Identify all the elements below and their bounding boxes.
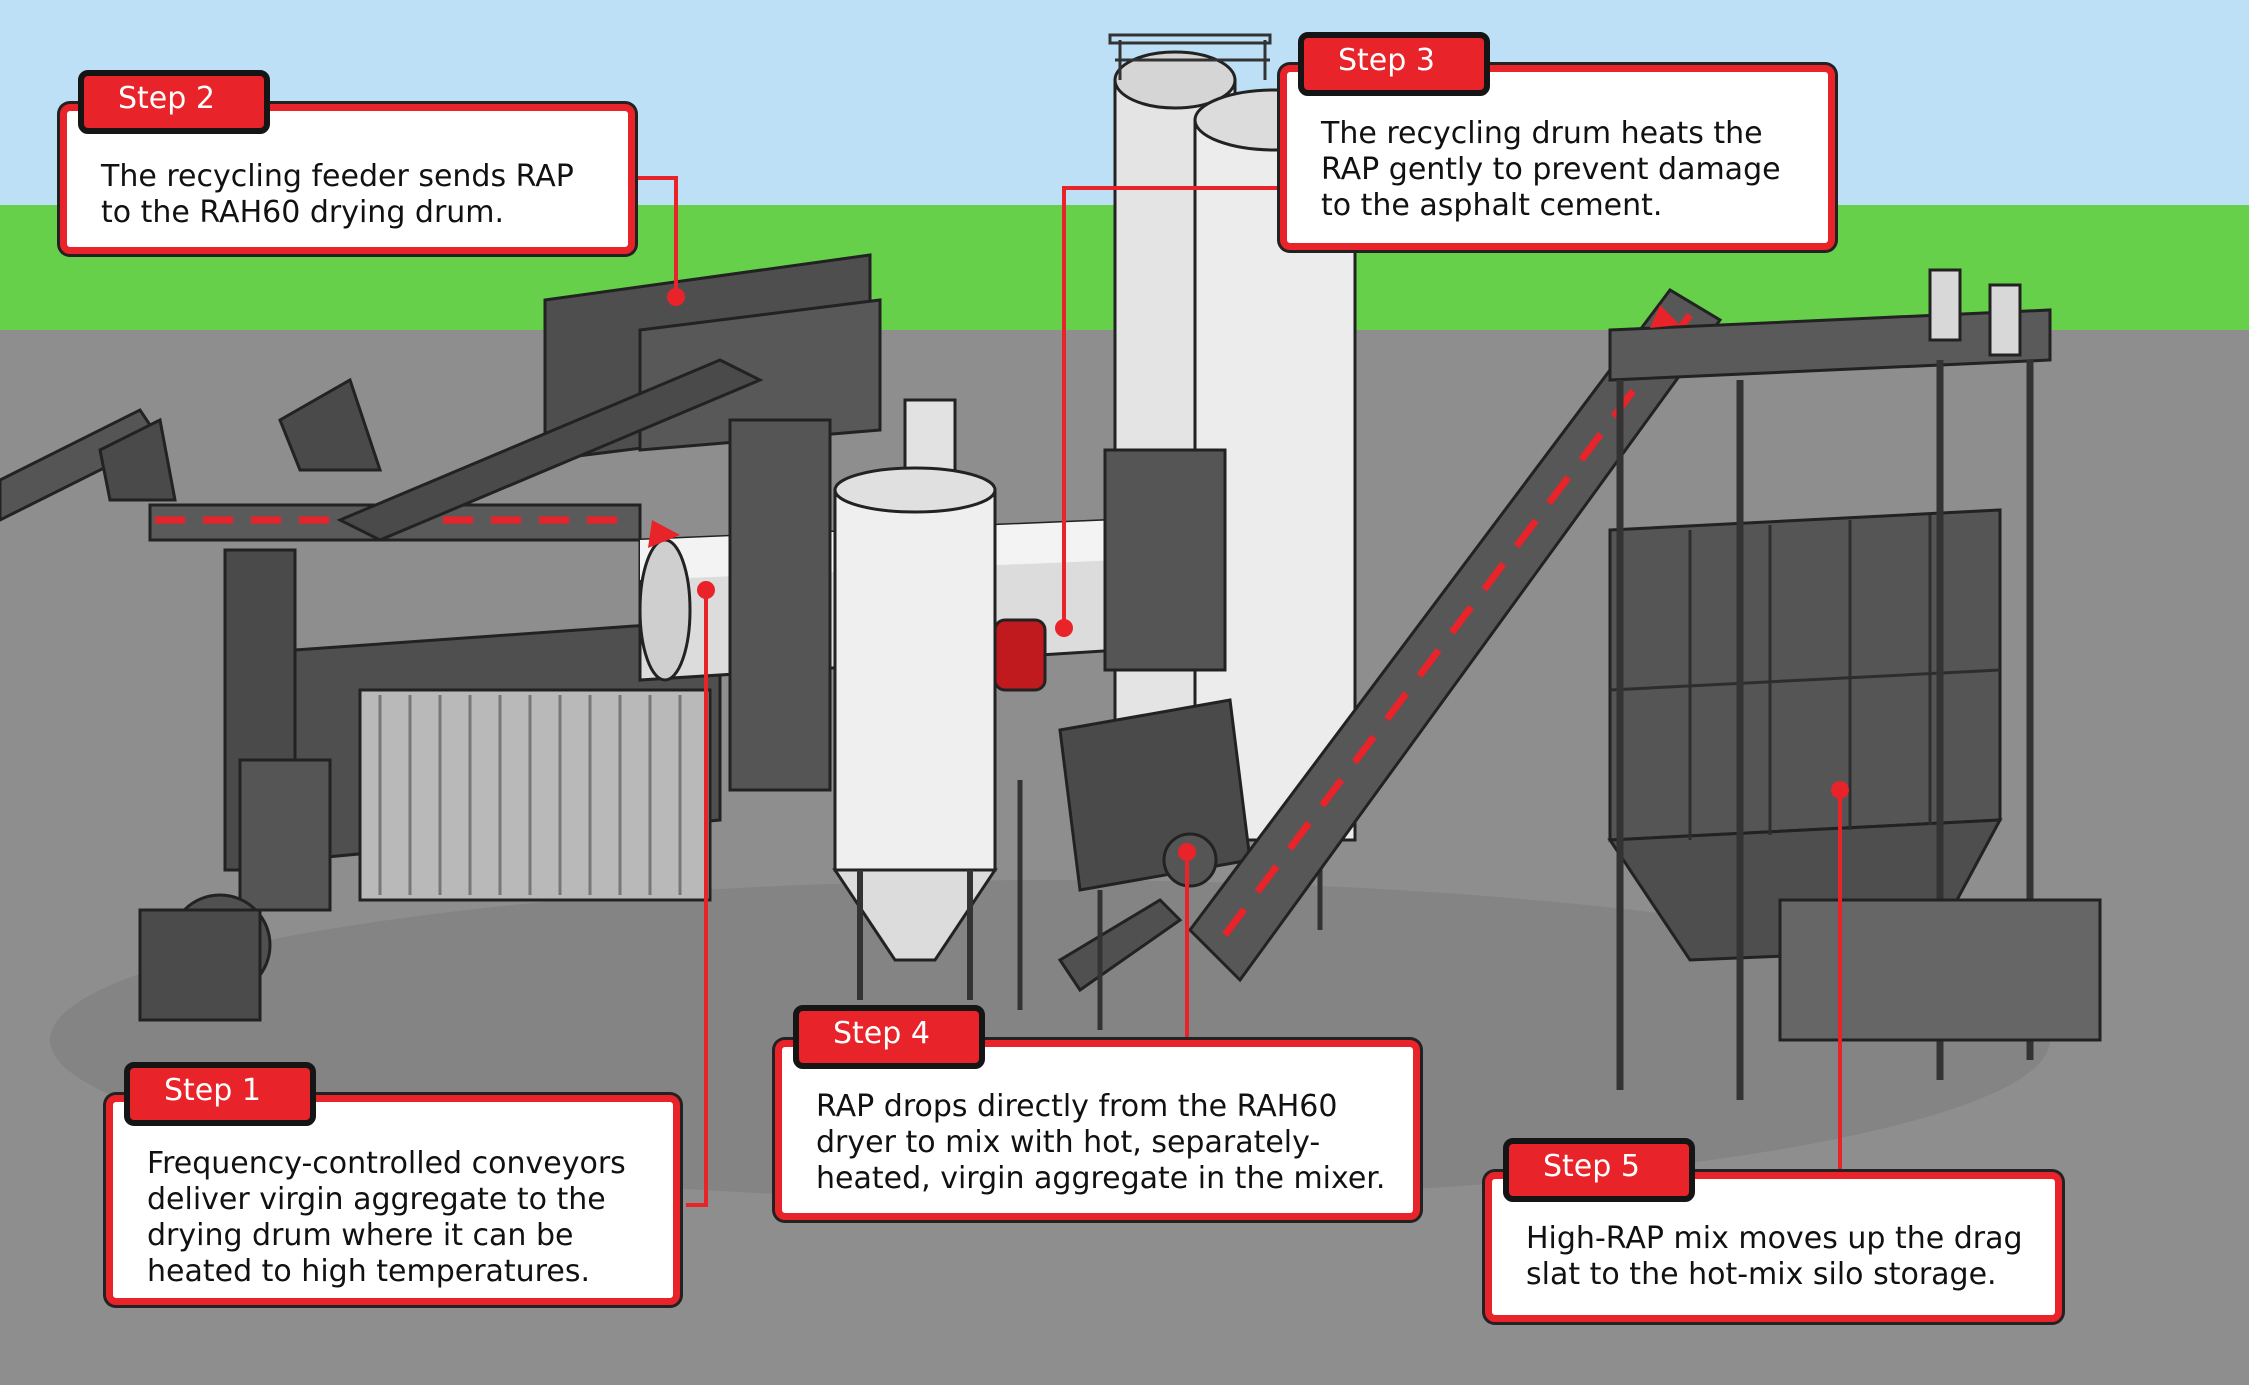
rah60-silo [835, 400, 995, 1000]
step-1-tag: Step 1 [124, 1062, 316, 1126]
step-1-callout: Frequency-controlled conveyors deliver v… [106, 1095, 680, 1305]
step-3-text: The recycling drum heats the RAP gently … [1321, 116, 1808, 224]
step-2-text: The recycling feeder sends RAP to the RA… [101, 159, 608, 231]
step-4-text: RAP drops directly from the RAH60 dryer … [816, 1089, 1393, 1197]
step-4-tag: Step 4 [793, 1005, 985, 1069]
step-5-tag: Step 5 [1503, 1138, 1695, 1202]
step-2-tag: Step 2 [78, 70, 270, 134]
step-3-tag: Step 3 [1298, 32, 1490, 96]
step-5-text: High-RAP mix moves up the drag slat to t… [1526, 1221, 2035, 1293]
step-1-text: Frequency-controlled conveyors deliver v… [147, 1146, 653, 1290]
